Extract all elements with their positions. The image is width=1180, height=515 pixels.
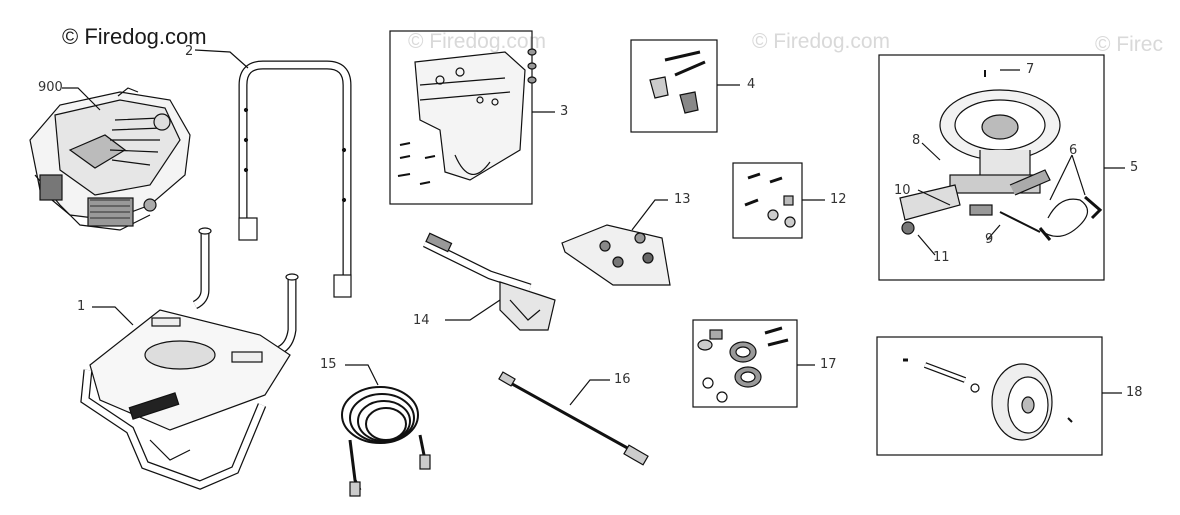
pump-part xyxy=(899,70,1103,241)
hose-part xyxy=(341,386,431,497)
bracket-part xyxy=(397,48,537,185)
callout-engine: 900 xyxy=(38,80,63,95)
bearing-kit-part xyxy=(697,326,789,403)
callout-bolt-kit: 12 xyxy=(830,192,847,207)
watermark-faint: © Firec xyxy=(1095,33,1163,56)
watermark-faint: © Firedog.com xyxy=(408,30,547,53)
callout-bearing-kit: 17 xyxy=(820,357,837,372)
callout-gun: 14 xyxy=(413,313,430,328)
frame-part xyxy=(80,227,299,490)
callout-unloader: 10 xyxy=(894,183,911,198)
callout-oring: 11 xyxy=(933,250,950,265)
callout-pump: 5 xyxy=(1130,160,1139,175)
watermark-main: © Firedog.com xyxy=(62,24,207,49)
wheel-kit-box xyxy=(876,336,1103,456)
callout-wheel-kit: 18 xyxy=(1126,385,1143,400)
engine-part xyxy=(29,87,191,231)
callout-wand: 16 xyxy=(614,372,631,387)
watermark-faint: © Firedog.com xyxy=(752,30,891,53)
wheel-kit-part xyxy=(903,358,1073,441)
callout-plug: 8 xyxy=(912,133,921,148)
bracket-box xyxy=(389,30,533,205)
callout-frame: 1 xyxy=(77,299,86,314)
callout-hose: 15 xyxy=(320,357,337,372)
wand-part xyxy=(498,371,649,466)
hardware-4-box xyxy=(630,39,718,133)
bearing-kit-box xyxy=(692,319,798,408)
callout-hose-kit: 6 xyxy=(1069,143,1078,158)
callout-pin: 7 xyxy=(1026,62,1035,77)
nozzle-kit-part xyxy=(561,224,671,286)
callout-nozzle-kit: 13 xyxy=(674,192,691,207)
spray-gun-part xyxy=(423,232,556,331)
bolt-kit-part xyxy=(744,172,796,228)
callout-hardware-4: 4 xyxy=(747,77,756,92)
callout-bracket: 3 xyxy=(560,104,569,119)
hardware-4-part xyxy=(649,50,706,114)
callout-check-valve: 9 xyxy=(985,232,994,247)
handle-part xyxy=(238,60,352,298)
callout-handle: 2 xyxy=(185,44,194,59)
